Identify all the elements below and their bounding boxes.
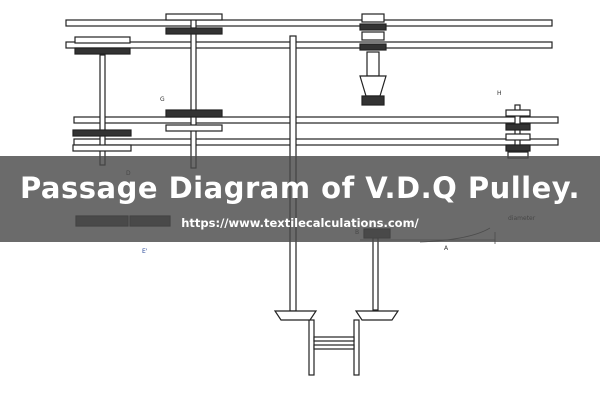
right-pulley-1 [505,109,531,117]
bevel-right [354,310,400,321]
pulley-left-mid-2 [72,144,132,152]
label-e: E' [142,248,148,255]
top-bar-1 [65,19,553,27]
right-pulley-4 [505,144,531,152]
cone-top-3 [361,31,385,41]
pulley-second-top [165,13,223,21]
pulley-left-mid [72,129,132,137]
title-banner [0,156,600,242]
bevel-link-2 [313,344,355,350]
shaft-bottom-right [353,319,360,376]
mid-bar-2 [73,138,559,146]
label-a: A [444,245,449,252]
pulley-second-mid [165,109,223,118]
right-pulley-3 [505,133,531,141]
pulley-second-top-2 [165,27,223,35]
bevel-link-1 [313,336,355,342]
cone-top-4 [359,43,387,51]
pulley-left-top-2 [74,47,131,55]
cone-base [359,75,387,97]
cone-top-1 [361,13,385,23]
label-h: H [497,90,502,97]
top-bar-2 [65,41,553,49]
cone-foot [361,95,385,106]
cone-top-2 [359,23,387,31]
shaft-second [190,17,197,169]
right-pulley-2 [505,123,531,131]
bevel-left [273,310,318,321]
pulley-second-mid-2 [165,124,223,132]
cone-stem [366,51,380,77]
banner-title: Passage Diagram of V.D.Q Pulley. [19,171,581,205]
pulley-left-top [74,36,131,44]
mid-bar-1 [73,116,559,124]
shaft-bottom-left [308,319,315,376]
label-g: G [160,96,165,103]
banner-url[interactable]: https://www.textilecalculations.com/ [181,216,419,230]
shaft-right-lower [372,237,379,311]
